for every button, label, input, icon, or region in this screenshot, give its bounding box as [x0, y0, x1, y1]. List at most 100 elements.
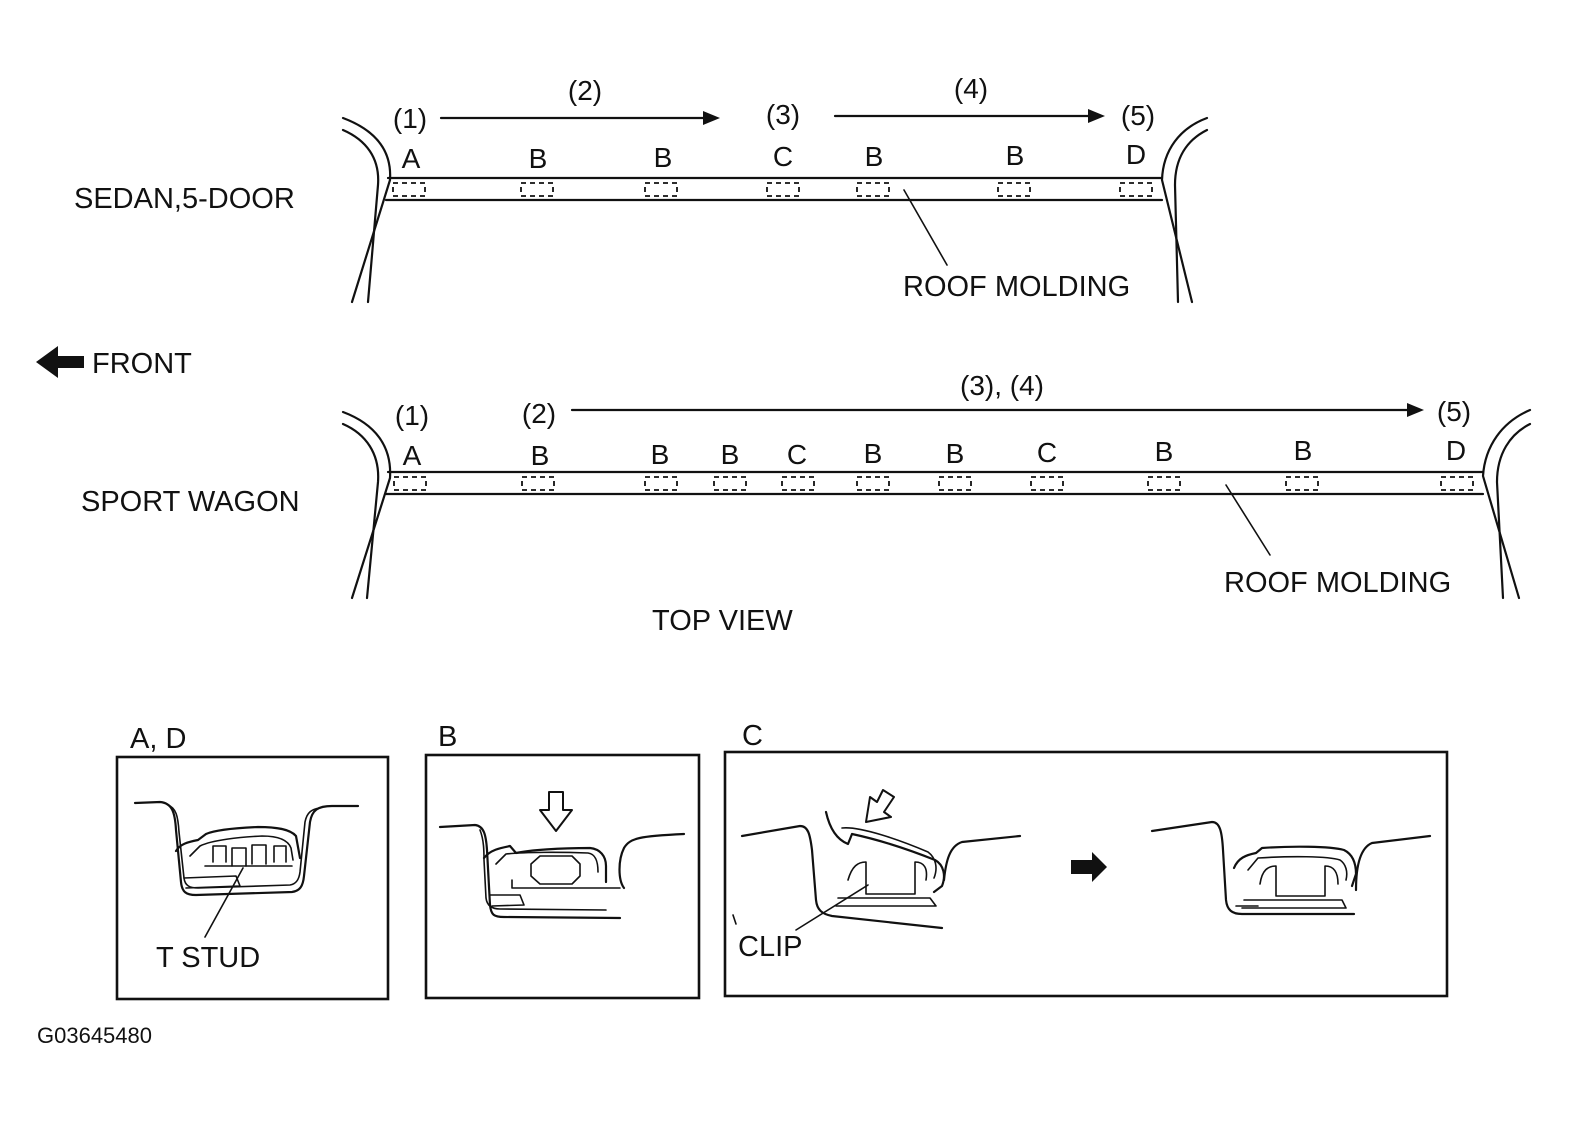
push-arrow-icon — [865, 789, 895, 823]
sedan-position-label: B — [529, 143, 548, 174]
sedan-step-label: (2) — [568, 75, 602, 106]
body-panel — [1150, 820, 1356, 916]
detail-b-frame — [424, 753, 701, 1000]
wagon-position-label: C — [787, 439, 807, 470]
sedan-step-label: (1) — [393, 103, 427, 134]
wagon-clip — [1285, 476, 1319, 491]
wagon-arrow-head-icon — [1407, 403, 1424, 417]
wagon-step-label: (5) — [1437, 396, 1471, 427]
figure-id: G03645480 — [37, 1023, 152, 1048]
sedan-front-pillar-inner — [341, 128, 380, 304]
t-stud-shape — [273, 845, 287, 863]
clip-base — [1241, 899, 1347, 909]
sedan-step-label: (5) — [1121, 100, 1155, 131]
wagon-clip — [1147, 476, 1181, 491]
molding-cap-inner — [841, 827, 937, 879]
body-panel-right — [618, 832, 686, 890]
wagon-position-label: C — [1037, 437, 1057, 468]
molding-cap — [824, 810, 946, 894]
wagon-position-label: B — [531, 440, 550, 471]
sedan-clip — [766, 182, 800, 197]
body-panel — [740, 824, 944, 930]
detail-ad-title: A, D — [130, 723, 186, 755]
sedan-clip — [997, 182, 1031, 197]
sedan-clip — [1119, 182, 1153, 197]
body-panel — [133, 800, 360, 897]
clip-base — [835, 897, 937, 907]
wagon-position-label: B — [721, 439, 740, 470]
sedan-label: SEDAN,5-DOOR — [74, 183, 295, 215]
detail-ad: A, D T STUD — [115, 723, 390, 1001]
sedan-rear-pillar-inner — [1173, 128, 1209, 304]
sedan-molding-label: ROOF MOLDING — [903, 271, 1130, 303]
wagon-step-label: (1) — [395, 400, 429, 431]
sedan-rear-pillar — [1160, 116, 1209, 304]
detail-b-title: B — [438, 721, 457, 753]
sedan-clip — [644, 182, 678, 197]
wagon-clip — [938, 476, 972, 491]
wagon-label: SPORT WAGON — [81, 486, 300, 518]
body-panel-inner — [732, 914, 737, 925]
sedan-clip — [392, 182, 426, 197]
clip-shape — [1259, 865, 1339, 897]
sedan-position-label: A — [402, 143, 421, 174]
sedan-step-label: (4) — [954, 73, 988, 104]
t-stud-label: T STUD — [156, 942, 260, 974]
detail-c-frame — [723, 750, 1449, 998]
sedan-position-label: B — [654, 142, 673, 173]
t-stud-shape — [212, 845, 227, 863]
wagon-molding-leader — [1225, 484, 1271, 556]
sedan-position-label: D — [1126, 139, 1146, 170]
wagon-front-pillar-inner — [341, 422, 380, 600]
sedan-step-label: (3) — [766, 99, 800, 130]
detail-ad-frame — [115, 755, 390, 1001]
sedan-position-label: B — [1006, 140, 1025, 171]
t-stud-shape — [231, 847, 247, 867]
sedan-diagram: SEDAN,5-DOOR A B B C B B D (1) (2) (3) (… — [74, 73, 1209, 304]
top-view-label: TOP VIEW — [652, 605, 793, 637]
sedan-arrow-head-icon — [1088, 109, 1105, 123]
wagon-position-label: B — [946, 438, 965, 469]
body-panel-inner — [479, 829, 607, 911]
detail-c-title: C — [742, 720, 763, 752]
t-stud-shape — [251, 844, 267, 865]
sedan-molding-leader — [903, 189, 948, 266]
sedan-clip — [856, 182, 890, 197]
sedan-arrow-head-icon — [703, 111, 720, 125]
sedan-position-label: C — [773, 141, 793, 172]
wagon-step-label: (2) — [522, 398, 556, 429]
wagon-clip — [644, 476, 678, 491]
molding-cap-inner — [1247, 855, 1348, 881]
wagon-clip — [713, 476, 747, 491]
wagon-clip — [781, 476, 815, 491]
wagon-front-pillar — [341, 410, 392, 600]
clip-label: CLIP — [738, 931, 802, 963]
body-panel — [438, 823, 622, 920]
front-label: FRONT — [92, 348, 192, 380]
wagon-clip — [521, 476, 555, 491]
clip-base — [511, 879, 621, 889]
wagon-clip — [1030, 476, 1064, 491]
body-panel-inner — [167, 804, 321, 889]
wagon-rear-pillar — [1481, 408, 1532, 600]
molding-cap — [174, 825, 302, 860]
body-panel-right — [942, 834, 1022, 882]
sedan-position-label: B — [865, 141, 884, 172]
body-panel-right — [1354, 834, 1432, 892]
molding-cap-inner — [189, 835, 294, 861]
left-arrow-icon — [36, 346, 84, 378]
wagon-position-label: B — [864, 438, 883, 469]
wagon-rear-pillar-inner — [1495, 422, 1532, 600]
wagon-step-label: (3), (4) — [960, 370, 1044, 401]
wagon-position-label: B — [1155, 436, 1174, 467]
clip-lower — [489, 894, 525, 907]
wagon-position-label: D — [1446, 435, 1466, 466]
t-stud-leader — [204, 867, 244, 938]
wagon-position-label: B — [1294, 435, 1313, 466]
detail-b: B — [424, 721, 701, 1000]
wagon-position-label: A — [403, 440, 422, 471]
right-arrow-icon — [1071, 852, 1107, 882]
wagon-position-label: B — [651, 439, 670, 470]
clip-shape — [847, 861, 928, 895]
